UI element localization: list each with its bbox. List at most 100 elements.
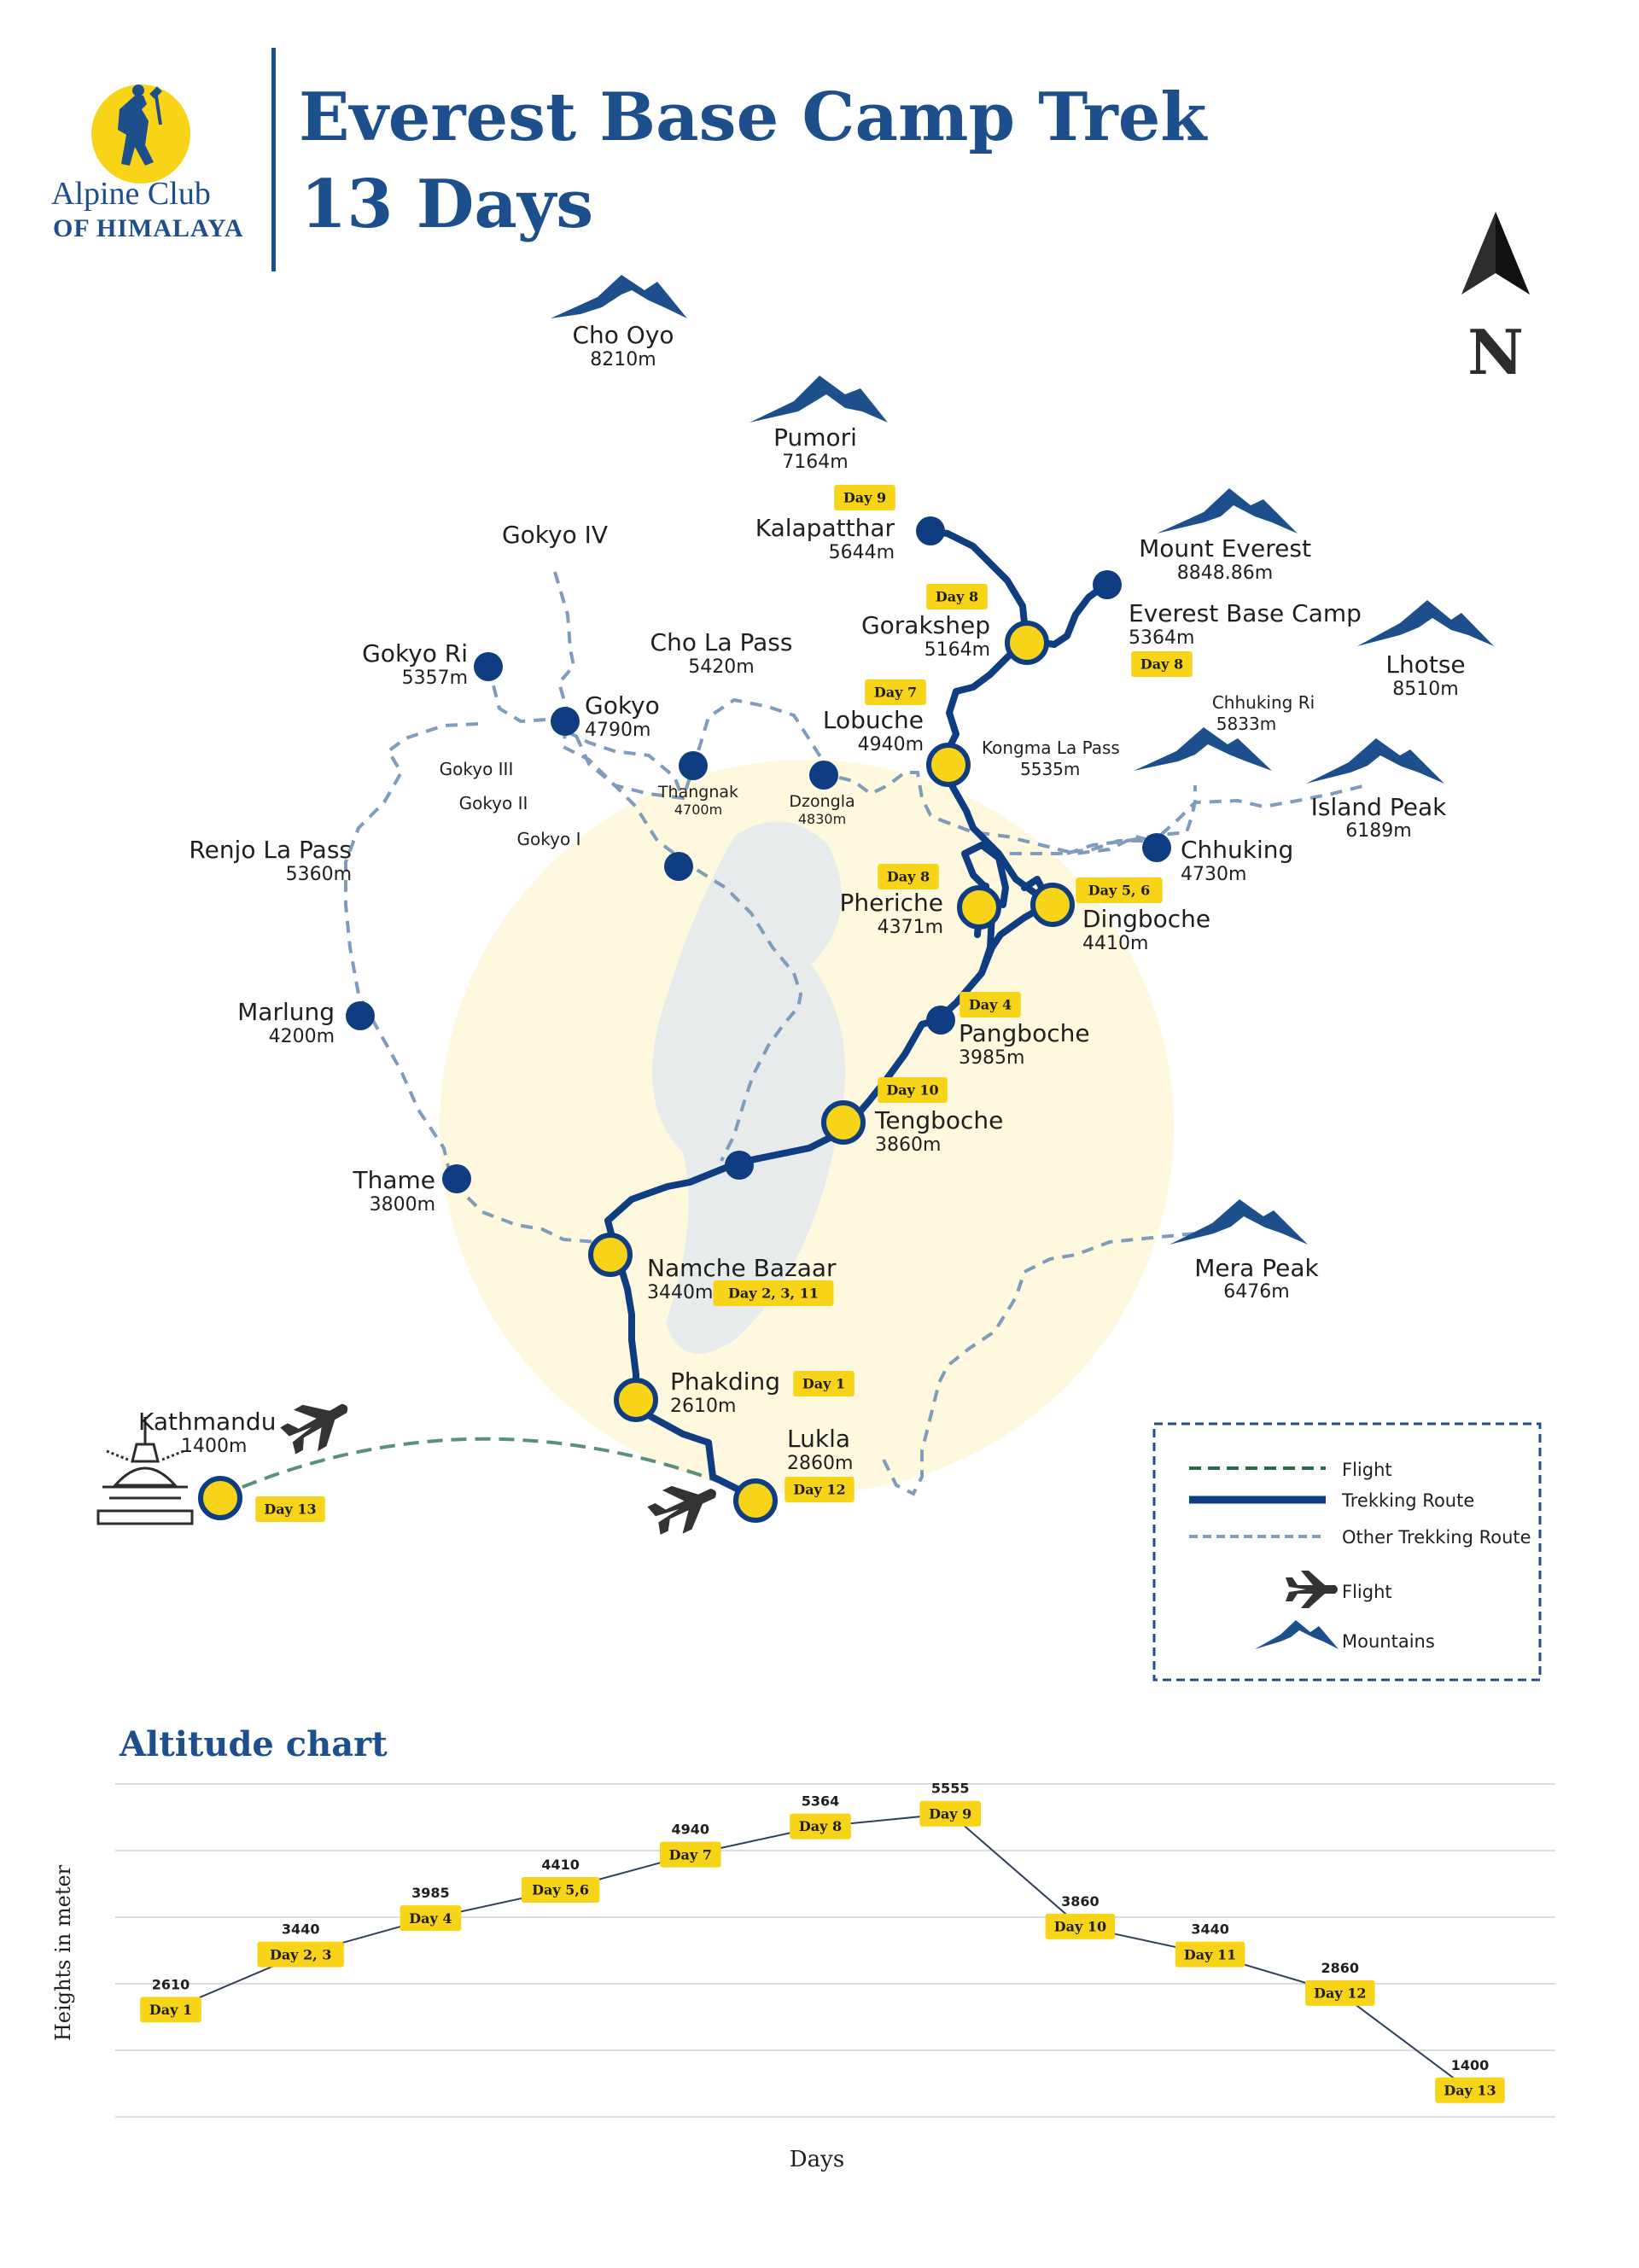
plane-icon (647, 1485, 716, 1535)
route-waypoints (346, 516, 1171, 1193)
place-alt: 5420m (688, 656, 754, 678)
day-badge-text: Day 7 (874, 685, 917, 701)
stop-kathmandu (198, 1476, 242, 1520)
waypoint-thangnak (679, 751, 708, 780)
mountain-icon (1306, 738, 1444, 784)
place-name: Dingboche (1082, 905, 1210, 933)
day-badge-text: Day 10 (886, 1082, 938, 1099)
place-alt: 4940m (858, 734, 924, 755)
day-badge-text: Day 4 (969, 997, 1012, 1013)
legend-plane-icon (1286, 1571, 1338, 1608)
place-alt: 5360m (286, 864, 352, 885)
flight-route (219, 1437, 752, 1498)
day-badge: Day 10 (878, 1077, 948, 1103)
x-tick-badge: Day 13 (1435, 2077, 1505, 2103)
trek-map: N (96, 212, 1542, 1682)
mountain-height: 7164m (782, 452, 848, 473)
data-label: 3985 (411, 1885, 450, 1901)
x-tick-badge-text: Day 2, 3 (270, 1946, 332, 1962)
chart-x-axis-label: Days (790, 2147, 844, 2172)
legend-mountains-label: Mountains (1342, 1631, 1435, 1652)
place-name: Cho La Pass (650, 628, 793, 656)
data-label: 3860 (1061, 1893, 1099, 1909)
place-name: Thangnak (657, 783, 738, 802)
place-alt: 4371m (878, 917, 943, 938)
day-badge: Day 8 (926, 584, 988, 609)
day-badge-text: Day 8 (887, 869, 930, 885)
day-badge-text: Day 2, 3, 11 (728, 1286, 819, 1302)
place-alt: 4830m (798, 811, 846, 827)
data-label: 3440 (1191, 1921, 1229, 1938)
waypoint-pangboche (926, 1006, 955, 1035)
place-name: Lobuche (823, 706, 924, 734)
x-tick-badge-text: Day 11 (1184, 1946, 1236, 1962)
waypoint-dzongla (809, 761, 838, 790)
mountain-height: 6189m (1345, 820, 1411, 842)
waypoint-chhuking (1142, 833, 1171, 862)
place-alt: 2860m (787, 1453, 853, 1474)
x-tick-badge-text: Day 8 (799, 1818, 842, 1834)
legend: Flight Trekking Route Other Trekking Rou… (1152, 1422, 1542, 1682)
mountain-icon (1169, 1199, 1308, 1245)
day-badge-text: Day 8 (936, 589, 978, 605)
place-alt: 3860m (875, 1134, 941, 1156)
logo-line2: OF HIMALAYA (53, 214, 244, 242)
mountain-icon (1157, 488, 1298, 533)
place-name: Everest Base Camp (1129, 599, 1362, 627)
x-tick-badge-text: Day 10 (1054, 1919, 1106, 1935)
place-alt: 4730m (1181, 864, 1246, 885)
mountain-icon (1357, 600, 1494, 646)
mountain-height: 8210m (590, 349, 656, 370)
x-tick-badge: Day 7 (660, 1841, 721, 1868)
x-tick-badge: Day 1 (140, 1997, 201, 2023)
place-alt: 5357m (402, 668, 468, 689)
place-alt: 4700m (674, 802, 722, 818)
place-name: Phakding (670, 1367, 780, 1396)
waypoint-gokyo-ri (474, 652, 503, 681)
mountain-icon (750, 376, 888, 423)
mountain-icon (1134, 727, 1272, 771)
data-label: 4410 (541, 1857, 580, 1873)
day-badge: Day 8 (878, 864, 939, 889)
place-name: Gokyo (585, 691, 660, 720)
place-alt: 1400m (181, 1436, 247, 1457)
mountain-height: 6476m (1223, 1281, 1289, 1303)
mountain-label: Island Peak (1311, 793, 1447, 821)
x-tick-badge-text: Day 4 (409, 1910, 452, 1927)
x-tick-badge: Day 2, 3 (257, 1941, 344, 1968)
altitude-series-line (170, 1812, 1471, 2091)
page-title: Everest Base Camp Trek (299, 79, 1207, 156)
x-tick-badge: Day 12 (1305, 1979, 1375, 2006)
data-label: 5555 (931, 1781, 970, 1797)
mountain-height: 8510m (1392, 679, 1458, 700)
data-label: 2860 (1321, 1960, 1360, 1976)
chart-title: Altitude chart (120, 1724, 388, 1764)
place-alt: 3800m (370, 1194, 435, 1216)
place-alt: 4410m (1082, 933, 1148, 954)
day-badge: Day 5, 6 (1076, 877, 1163, 903)
waypoint-namche-side (725, 1151, 754, 1180)
place-alt: 5364m (1129, 627, 1194, 649)
x-tick-badge: Day 10 (1045, 1913, 1116, 1939)
place-name: Kathmandu (138, 1408, 276, 1436)
plane-icon (280, 1403, 348, 1455)
x-tick-badge-text: Day 12 (1314, 1985, 1366, 2002)
legend-flight-icon-label: Flight (1342, 1582, 1392, 1602)
place-alt: 2610m (670, 1396, 736, 1417)
legend-trekking-label: Trekking Route (1341, 1490, 1474, 1511)
stop-phakding (614, 1378, 658, 1422)
day-badge: Day 13 (255, 1496, 325, 1522)
x-tick-badge-text: Day 13 (1444, 2082, 1496, 2098)
place-name: Lukla (787, 1425, 850, 1453)
page-subtitle: 13 Days (300, 166, 594, 243)
place-name: Gokyo II (459, 793, 528, 813)
place-name: Gorakshep (861, 611, 990, 639)
day-badge: Day 12 (785, 1477, 854, 1502)
day-badge: Day 8 (1131, 651, 1193, 677)
place-alt: 3985m (959, 1047, 1024, 1069)
place-name: Thame (352, 1166, 435, 1194)
place-alt: 4790m (585, 720, 650, 741)
